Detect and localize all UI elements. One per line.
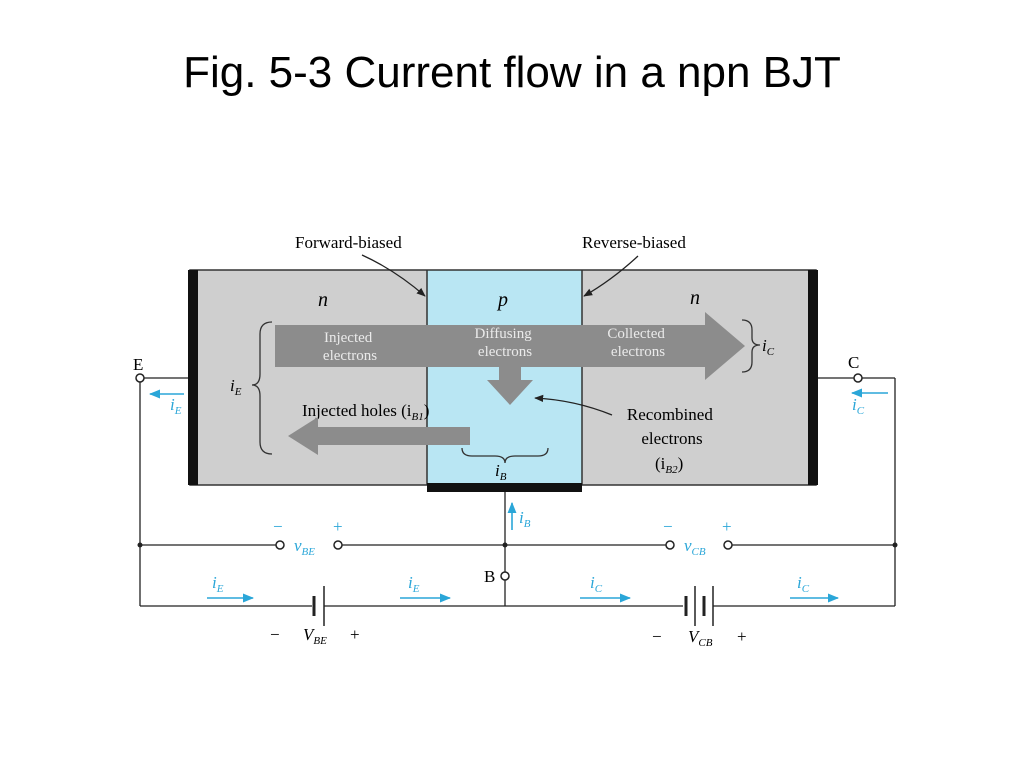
collected-electrons-label-2: electrons (611, 344, 665, 360)
svg-text:Injected electrons: Injected electrons (323, 330, 377, 364)
VBE-plus-sign: + (350, 625, 360, 644)
VBE-minus-sign: − (270, 625, 280, 644)
VBE-label: VBE (303, 625, 327, 647)
vbe-minus-sign: − (273, 517, 283, 536)
injected-holes-arrow (288, 417, 470, 455)
VCB-plus-sign: + (737, 627, 747, 646)
emitter-contact (188, 270, 198, 485)
ie-bottom-mid-label: iE (408, 573, 420, 595)
svg-text:Recombined electrons: Recombined electrons (627, 405, 717, 448)
ie-brace (251, 321, 273, 455)
vcb-plus-sign: + (722, 517, 732, 536)
collector-terminal-label: C (848, 353, 859, 372)
ic-brace-label: iC (762, 336, 775, 358)
recombined-pointer (534, 394, 613, 416)
ie-bottom-left-label: iE (212, 573, 224, 595)
recombination-arrow (487, 367, 533, 405)
ib-brace-label: iB (495, 461, 507, 483)
vbe-plus-sign: + (333, 517, 343, 536)
ic-bottom-right-label: iC (797, 573, 810, 595)
ie-emitter-label: iE (170, 395, 182, 417)
injected-holes-label: Injected holes (iB1) (302, 401, 429, 423)
recombined-label-1: Recombined (627, 405, 713, 424)
vcb-minus-terminal (665, 540, 675, 550)
svg-text:Collected electrons: Collected electrons (607, 326, 668, 360)
collector-contact (808, 270, 818, 485)
vbe-minus-terminal (275, 540, 285, 550)
emitter-type-label: n (318, 289, 328, 311)
base-terminal-label: B (484, 567, 495, 586)
vbe-label: vBE (294, 536, 315, 558)
ib-brace (461, 447, 549, 464)
svg-text:Diffusing electrons: Diffusing electrons (475, 326, 536, 360)
base-terminal (500, 571, 510, 581)
reverse-biased-pointer (583, 255, 639, 297)
ic-bottom-mid-label: iC (590, 573, 603, 595)
emitter-terminal (135, 373, 145, 383)
vcb-plus-terminal (723, 540, 733, 550)
ic-brace (741, 319, 761, 373)
VCB-label: VCB (688, 627, 713, 649)
ie-brace-label: iE (230, 376, 242, 398)
vcb-label: vCB (684, 536, 706, 558)
reverse-biased-label: Reverse-biased (582, 233, 686, 252)
vcb-minus-sign: − (663, 517, 673, 536)
collector-type-label: n (690, 287, 700, 309)
VCB-minus-sign: − (652, 627, 662, 646)
emitter-terminal-label: E (133, 355, 143, 374)
collector-terminal (853, 373, 863, 383)
slide-title: Fig. 5-3 Current flow in a npn BJT (183, 48, 841, 97)
forward-biased-pointer (361, 254, 426, 297)
injected-electrons-label-1: Injected (324, 330, 373, 346)
recombined-current-label: (iB2) (655, 454, 683, 476)
forward-biased-label: Forward-biased (295, 233, 402, 252)
base-contact (427, 483, 582, 492)
diffusing-electrons-label-2: electrons (478, 344, 532, 360)
base-type-label: p (496, 289, 508, 311)
vbe-plus-terminal (333, 540, 343, 550)
recombined-label-2: electrons (641, 429, 702, 448)
injected-electrons-label-2: electrons (323, 348, 377, 364)
collected-electrons-label-1: Collected (607, 326, 665, 342)
electron-flow-arrow (275, 312, 745, 380)
collector-region (582, 270, 812, 485)
diffusing-electrons-label-1: Diffusing (475, 326, 533, 342)
ic-collector-label: iC (852, 395, 865, 417)
ib-current-label: iB (519, 508, 531, 530)
